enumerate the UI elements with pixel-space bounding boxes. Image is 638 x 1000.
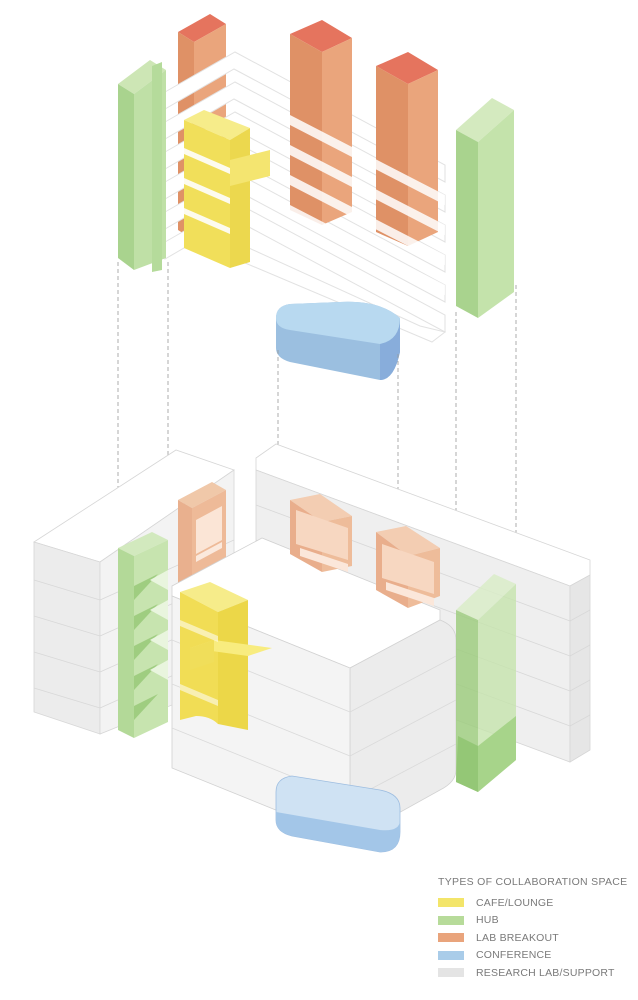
- cafe-lounge-lower: [180, 582, 272, 730]
- cafe-lounge-stack: [184, 110, 270, 268]
- hub-right-upper: [456, 98, 514, 318]
- conference-pod-lower: [275, 775, 401, 853]
- legend-swatch-cafe-lounge: [438, 898, 464, 908]
- legend-item-research-lab-support: RESEARCH LAB/SUPPORT: [438, 964, 633, 982]
- conference-pod-upper: [276, 301, 400, 380]
- legend-swatch-research-lab-support: [438, 968, 464, 978]
- legend-item-hub: HUB: [438, 912, 633, 930]
- lower-assembled-building: [33, 443, 591, 853]
- upper-floor-plate-overlaps: [290, 115, 445, 295]
- legend-item-cafe-lounge: CAFE/LOUNGE: [438, 894, 633, 912]
- legend-item-conference: CONFERENCE: [438, 947, 633, 965]
- legend-item-lab-breakout: LAB BREAKOUT: [438, 929, 633, 947]
- legend-label: HUB: [476, 914, 499, 927]
- hub-lower-left: [118, 532, 168, 738]
- legend-title: TYPES OF COLLABORATION SPACE: [438, 876, 628, 888]
- legend: TYPES OF COLLABORATION SPACE CAFE/LOUNGE…: [438, 876, 633, 982]
- legend-swatch-conference: [438, 950, 464, 960]
- upper-exploded-assembly: [118, 14, 514, 380]
- legend-label: RESEARCH LAB/SUPPORT: [476, 966, 615, 979]
- legend-swatch-hub: [438, 915, 464, 925]
- legend-label: CAFE/LOUNGE: [476, 896, 554, 909]
- legend-label: LAB BREAKOUT: [476, 931, 559, 944]
- hub-lower-right: [456, 574, 516, 792]
- legend-swatch-lab-breakout: [438, 933, 464, 943]
- lab-breakout-lower-3: [376, 526, 440, 608]
- hub-left-upper: [118, 60, 166, 272]
- legend-label: CONFERENCE: [476, 949, 552, 962]
- lab-breakout-lower-2: [290, 494, 352, 572]
